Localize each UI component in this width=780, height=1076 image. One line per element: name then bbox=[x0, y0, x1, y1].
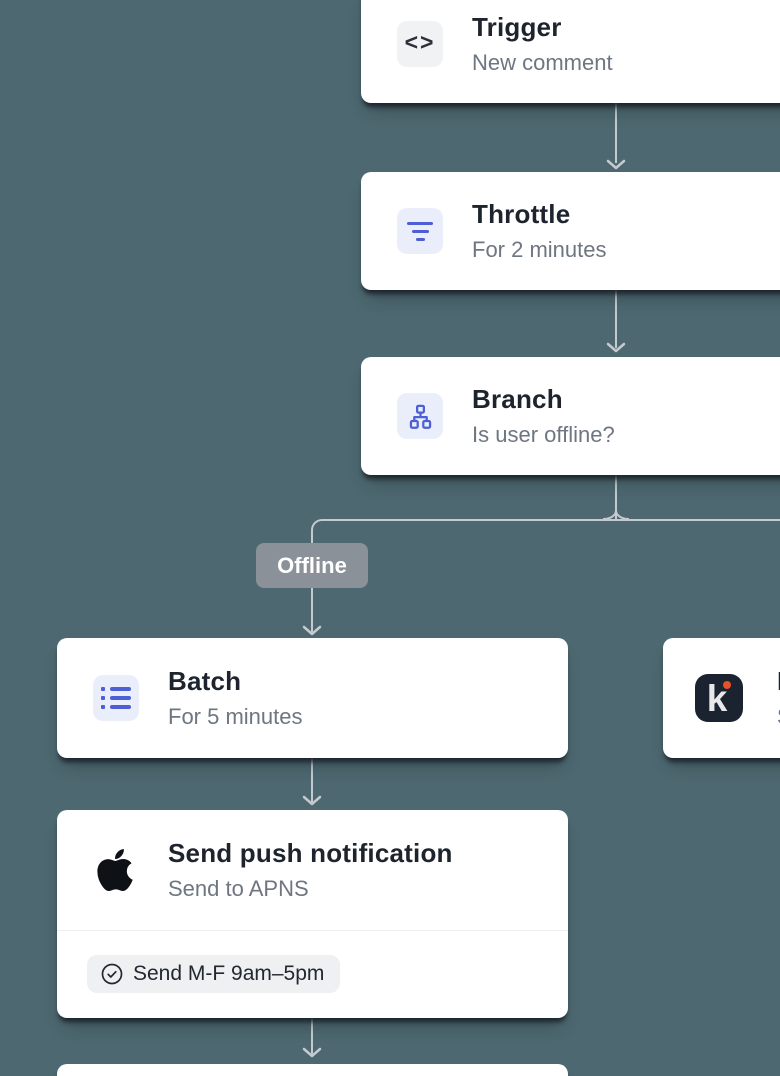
connector-branch-left bbox=[311, 519, 780, 633]
connector-branch-stem bbox=[615, 475, 617, 521]
node-subtitle: Send to APNS bbox=[168, 875, 309, 901]
knock-logo-icon: k bbox=[695, 674, 743, 722]
offline-edge-label-text: Offline bbox=[277, 552, 347, 578]
node-card-batch[interactable]: Batch For 5 minutes bbox=[57, 638, 568, 758]
connector-trigger-throttle bbox=[615, 103, 617, 163]
node-title: Throttle bbox=[472, 198, 571, 229]
node-card-branch[interactable]: Branch Is user offline? bbox=[361, 357, 780, 475]
code-icon: <> bbox=[397, 21, 443, 67]
filter-lines-icon bbox=[397, 208, 443, 254]
push-card-footer: Send M-F 9am–5pm bbox=[57, 930, 568, 1017]
schedule-badge: Send M-F 9am–5pm bbox=[87, 955, 341, 993]
node-subtitle: S bbox=[777, 702, 780, 732]
connector-push-next bbox=[311, 1018, 313, 1056]
node-card-push[interactable]: Send push notification Send to APNS Send… bbox=[57, 810, 568, 1018]
arrow-down-icon bbox=[302, 1047, 322, 1058]
arrow-down-icon bbox=[606, 342, 626, 353]
list-icon bbox=[93, 675, 139, 721]
node-title: Send push notification bbox=[168, 837, 453, 868]
node-card-knock[interactable]: k I S bbox=[663, 638, 780, 758]
node-title: Trigger bbox=[472, 11, 562, 42]
node-card-partial-bottom[interactable] bbox=[57, 1064, 568, 1076]
node-subtitle: For 2 minutes bbox=[472, 236, 607, 262]
batch-card-header: Batch For 5 minutes bbox=[57, 638, 568, 758]
schedule-badge-text: Send M-F 9am–5pm bbox=[133, 962, 325, 985]
arrow-down-icon bbox=[302, 795, 322, 806]
knock-logo-dot bbox=[723, 681, 731, 689]
check-circle-icon bbox=[101, 963, 123, 985]
offline-edge-label[interactable]: Offline bbox=[256, 543, 368, 588]
node-card-throttle[interactable]: Throttle For 2 minutes bbox=[361, 172, 780, 290]
branch-card-header: Branch Is user offline? bbox=[361, 357, 780, 475]
throttle-card-header: Throttle For 2 minutes bbox=[361, 172, 780, 290]
node-title: Batch bbox=[168, 665, 242, 696]
sitemap-icon bbox=[397, 393, 443, 439]
trigger-card-header: <> Trigger New comment bbox=[361, 0, 780, 103]
branch-junction bbox=[602, 506, 630, 520]
node-title: Branch bbox=[472, 383, 563, 414]
arrow-down-icon bbox=[302, 625, 322, 636]
node-subtitle: For 5 minutes bbox=[168, 703, 303, 729]
knock-card-header: k I S bbox=[663, 638, 780, 758]
connector-batch-push bbox=[311, 758, 313, 802]
node-title: I bbox=[777, 665, 780, 697]
push-card-header: Send push notification Send to APNS bbox=[57, 810, 568, 930]
arrow-down-icon bbox=[606, 159, 626, 170]
apple-icon bbox=[97, 849, 133, 891]
node-subtitle: Is user offline? bbox=[472, 421, 615, 447]
node-card-trigger[interactable]: <> Trigger New comment bbox=[361, 0, 780, 103]
node-subtitle: New comment bbox=[472, 49, 613, 75]
connector-throttle-branch bbox=[615, 290, 617, 348]
